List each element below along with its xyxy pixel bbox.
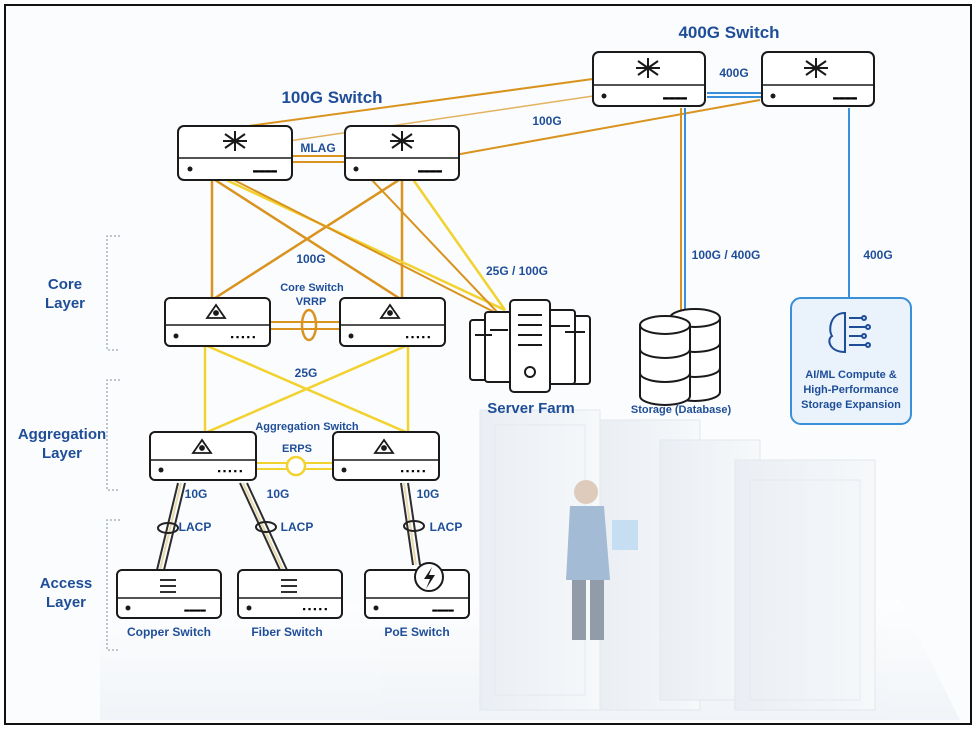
core-switch-right: ▪▪▪▪▪	[339, 297, 446, 347]
label-lacp-2: LACP	[281, 520, 314, 534]
lacp-ring-1	[157, 522, 179, 534]
svg-text:▬▬▬▬: ▬▬▬▬	[418, 166, 442, 177]
ai-compute-label-2: High-Performance	[803, 384, 898, 396]
label-100g-upper: 100G	[532, 114, 561, 128]
datacenter-background-scene	[100, 409, 960, 720]
storage-label: Storage (Database)	[631, 404, 732, 416]
layer-core-line2: Layer	[45, 295, 85, 312]
label-25g-100g: 25G / 100G	[486, 264, 548, 278]
link-server-2	[410, 177, 507, 311]
switch-400g-left: ▬▬▬▬	[592, 51, 706, 107]
lacp-ring-3	[403, 520, 425, 532]
link-server-1	[221, 176, 506, 312]
svg-text:▬▬▬▬: ▬▬▬▬	[663, 93, 687, 104]
switch-icon	[804, 58, 828, 78]
layer-aggregation-line2: Layer	[42, 445, 82, 462]
link-400g-to-100g-right	[454, 99, 761, 156]
label-400g-ai: 400G	[863, 248, 892, 262]
fiber-switch-label: Fiber Switch	[251, 625, 322, 639]
label-25g: 25G	[295, 366, 318, 380]
layer-brackets	[106, 235, 120, 651]
title-400g-switch: 400G Switch	[678, 23, 779, 42]
links	[156, 77, 850, 571]
poe-switch: ▬▬▬▬	[364, 562, 470, 619]
erps-ring	[285, 455, 307, 477]
label-100g-400g: 100G / 400G	[692, 248, 761, 262]
access-switch-icon	[281, 579, 297, 593]
link-25g-4	[204, 343, 409, 435]
svg-text:▪▪▪▪▪: ▪▪▪▪▪	[216, 467, 243, 477]
ai-compute-label-1: AI/ML Compute &	[805, 369, 897, 381]
switch-100g-left: ▬▬▬▬	[177, 125, 293, 181]
ai-compute-box	[790, 297, 912, 425]
label-10g-3: 10G	[417, 487, 440, 501]
svg-text:▪▪▪▪▪: ▪▪▪▪▪	[301, 605, 328, 615]
label-vrrp: VRRP	[296, 296, 327, 308]
link-server-4	[369, 177, 501, 316]
access-links-inner	[159, 482, 417, 571]
access-switch-icon	[160, 579, 176, 593]
svg-text:▬▬▬▬: ▬▬▬▬	[184, 605, 206, 615]
svg-text:▬▬▬▬: ▬▬▬▬	[432, 605, 454, 615]
label-lacp-1: LACP	[179, 520, 212, 534]
layer-access-line2: Layer	[46, 594, 86, 611]
layer-aggregation-line1: Aggregation	[18, 426, 106, 443]
lightning-bolt-icon	[424, 567, 435, 589]
link-400g-to-100g-left	[211, 77, 601, 132]
label-mlag: MLAG	[300, 141, 335, 155]
copper-switch-label: Copper Switch	[127, 625, 211, 639]
poe-switch-label: PoE Switch	[384, 625, 449, 639]
link-100g-core-4	[211, 176, 403, 302]
switch-400g-right: ▬▬▬▬	[761, 51, 875, 107]
label-400g-link: 400G	[719, 66, 748, 80]
aggregation-switch-right: ▪▪▪▪▪	[332, 431, 440, 481]
triangle-icon	[191, 438, 213, 454]
layer-access-line1: Access	[40, 575, 93, 592]
brain-chip-icon	[828, 311, 871, 354]
database-icon	[639, 308, 721, 406]
title-100g-switch: 100G Switch	[281, 88, 382, 107]
svg-text:▬▬▬▬: ▬▬▬▬	[253, 166, 277, 177]
label-10g-1: 10G	[185, 487, 208, 501]
server-farm-label: Server Farm	[487, 400, 575, 417]
copper-switch: ▬▬▬▬	[116, 569, 222, 619]
switch-100g-right: ▬▬▬▬	[344, 125, 460, 181]
label-10g-2: 10G	[267, 487, 290, 501]
switch-icon	[223, 131, 247, 151]
label-erps: ERPS	[282, 443, 312, 455]
core-switch-left: ▪▪▪▪▪	[164, 297, 271, 347]
fiber-switch: ▪▪▪▪▪	[237, 569, 343, 619]
triangle-icon	[373, 438, 395, 454]
ai-compute-label-3: Storage Expansion	[801, 399, 901, 411]
label-100g-core: 100G	[296, 252, 325, 266]
triangle-icon	[205, 303, 227, 319]
svg-text:▪▪▪▪▪: ▪▪▪▪▪	[399, 467, 426, 477]
svg-text:▬▬▬▬: ▬▬▬▬	[833, 93, 857, 104]
aggregation-switch-left: ▪▪▪▪▪	[149, 431, 257, 481]
vrrp-ring	[300, 308, 318, 342]
switch-icon	[390, 131, 414, 151]
server-farm-icon	[469, 299, 591, 393]
layer-core-line1: Core	[48, 276, 82, 293]
access-links	[156, 482, 421, 571]
image-frame	[4, 4, 972, 725]
lacp-ring-2	[255, 521, 277, 533]
label-lacp-3: LACP	[430, 520, 463, 534]
link-server-3	[229, 177, 501, 316]
label-aggregation-switch: Aggregation Switch	[255, 421, 359, 433]
triangle-icon	[379, 303, 401, 319]
switch-icon	[636, 58, 660, 78]
label-core-switch: Core Switch	[280, 282, 344, 294]
link-400g-to-100g-mid	[281, 94, 601, 143]
svg-text:▪▪▪▪▪: ▪▪▪▪▪	[404, 333, 431, 343]
svg-text:▪▪▪▪▪: ▪▪▪▪▪	[229, 333, 256, 343]
